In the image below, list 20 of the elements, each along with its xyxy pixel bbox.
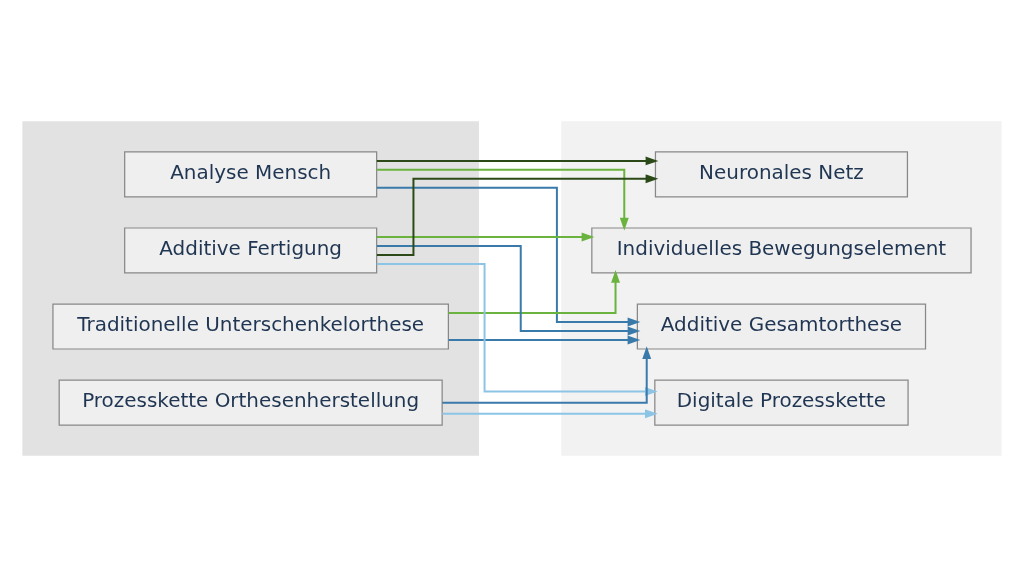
arrow (376, 244, 641, 335)
node-box: Digitale Prozesskette (654, 379, 909, 426)
arrow (447, 269, 620, 314)
arrow (447, 335, 641, 344)
arrow (441, 345, 652, 404)
arrow (376, 186, 641, 326)
node-box: Traditionelle Unterschenkelorthese (52, 302, 449, 350)
arrow (441, 408, 658, 418)
node-box: Individuelles Bewegungselement (591, 226, 972, 274)
node-box: Additive Gesamtorthese (636, 302, 927, 350)
node-box: Analyse Mensch (124, 150, 378, 197)
cluster (22, 120, 479, 456)
cluster (561, 120, 1002, 456)
node-box: Prozesskette Orthesenherstellung (58, 379, 443, 426)
arrow (375, 173, 659, 256)
arrow (375, 155, 659, 165)
node-box: Neuronales Netz (654, 150, 909, 197)
arrow (376, 168, 629, 231)
arrow (375, 232, 595, 241)
node-box: Additive Fertigung (124, 226, 378, 274)
